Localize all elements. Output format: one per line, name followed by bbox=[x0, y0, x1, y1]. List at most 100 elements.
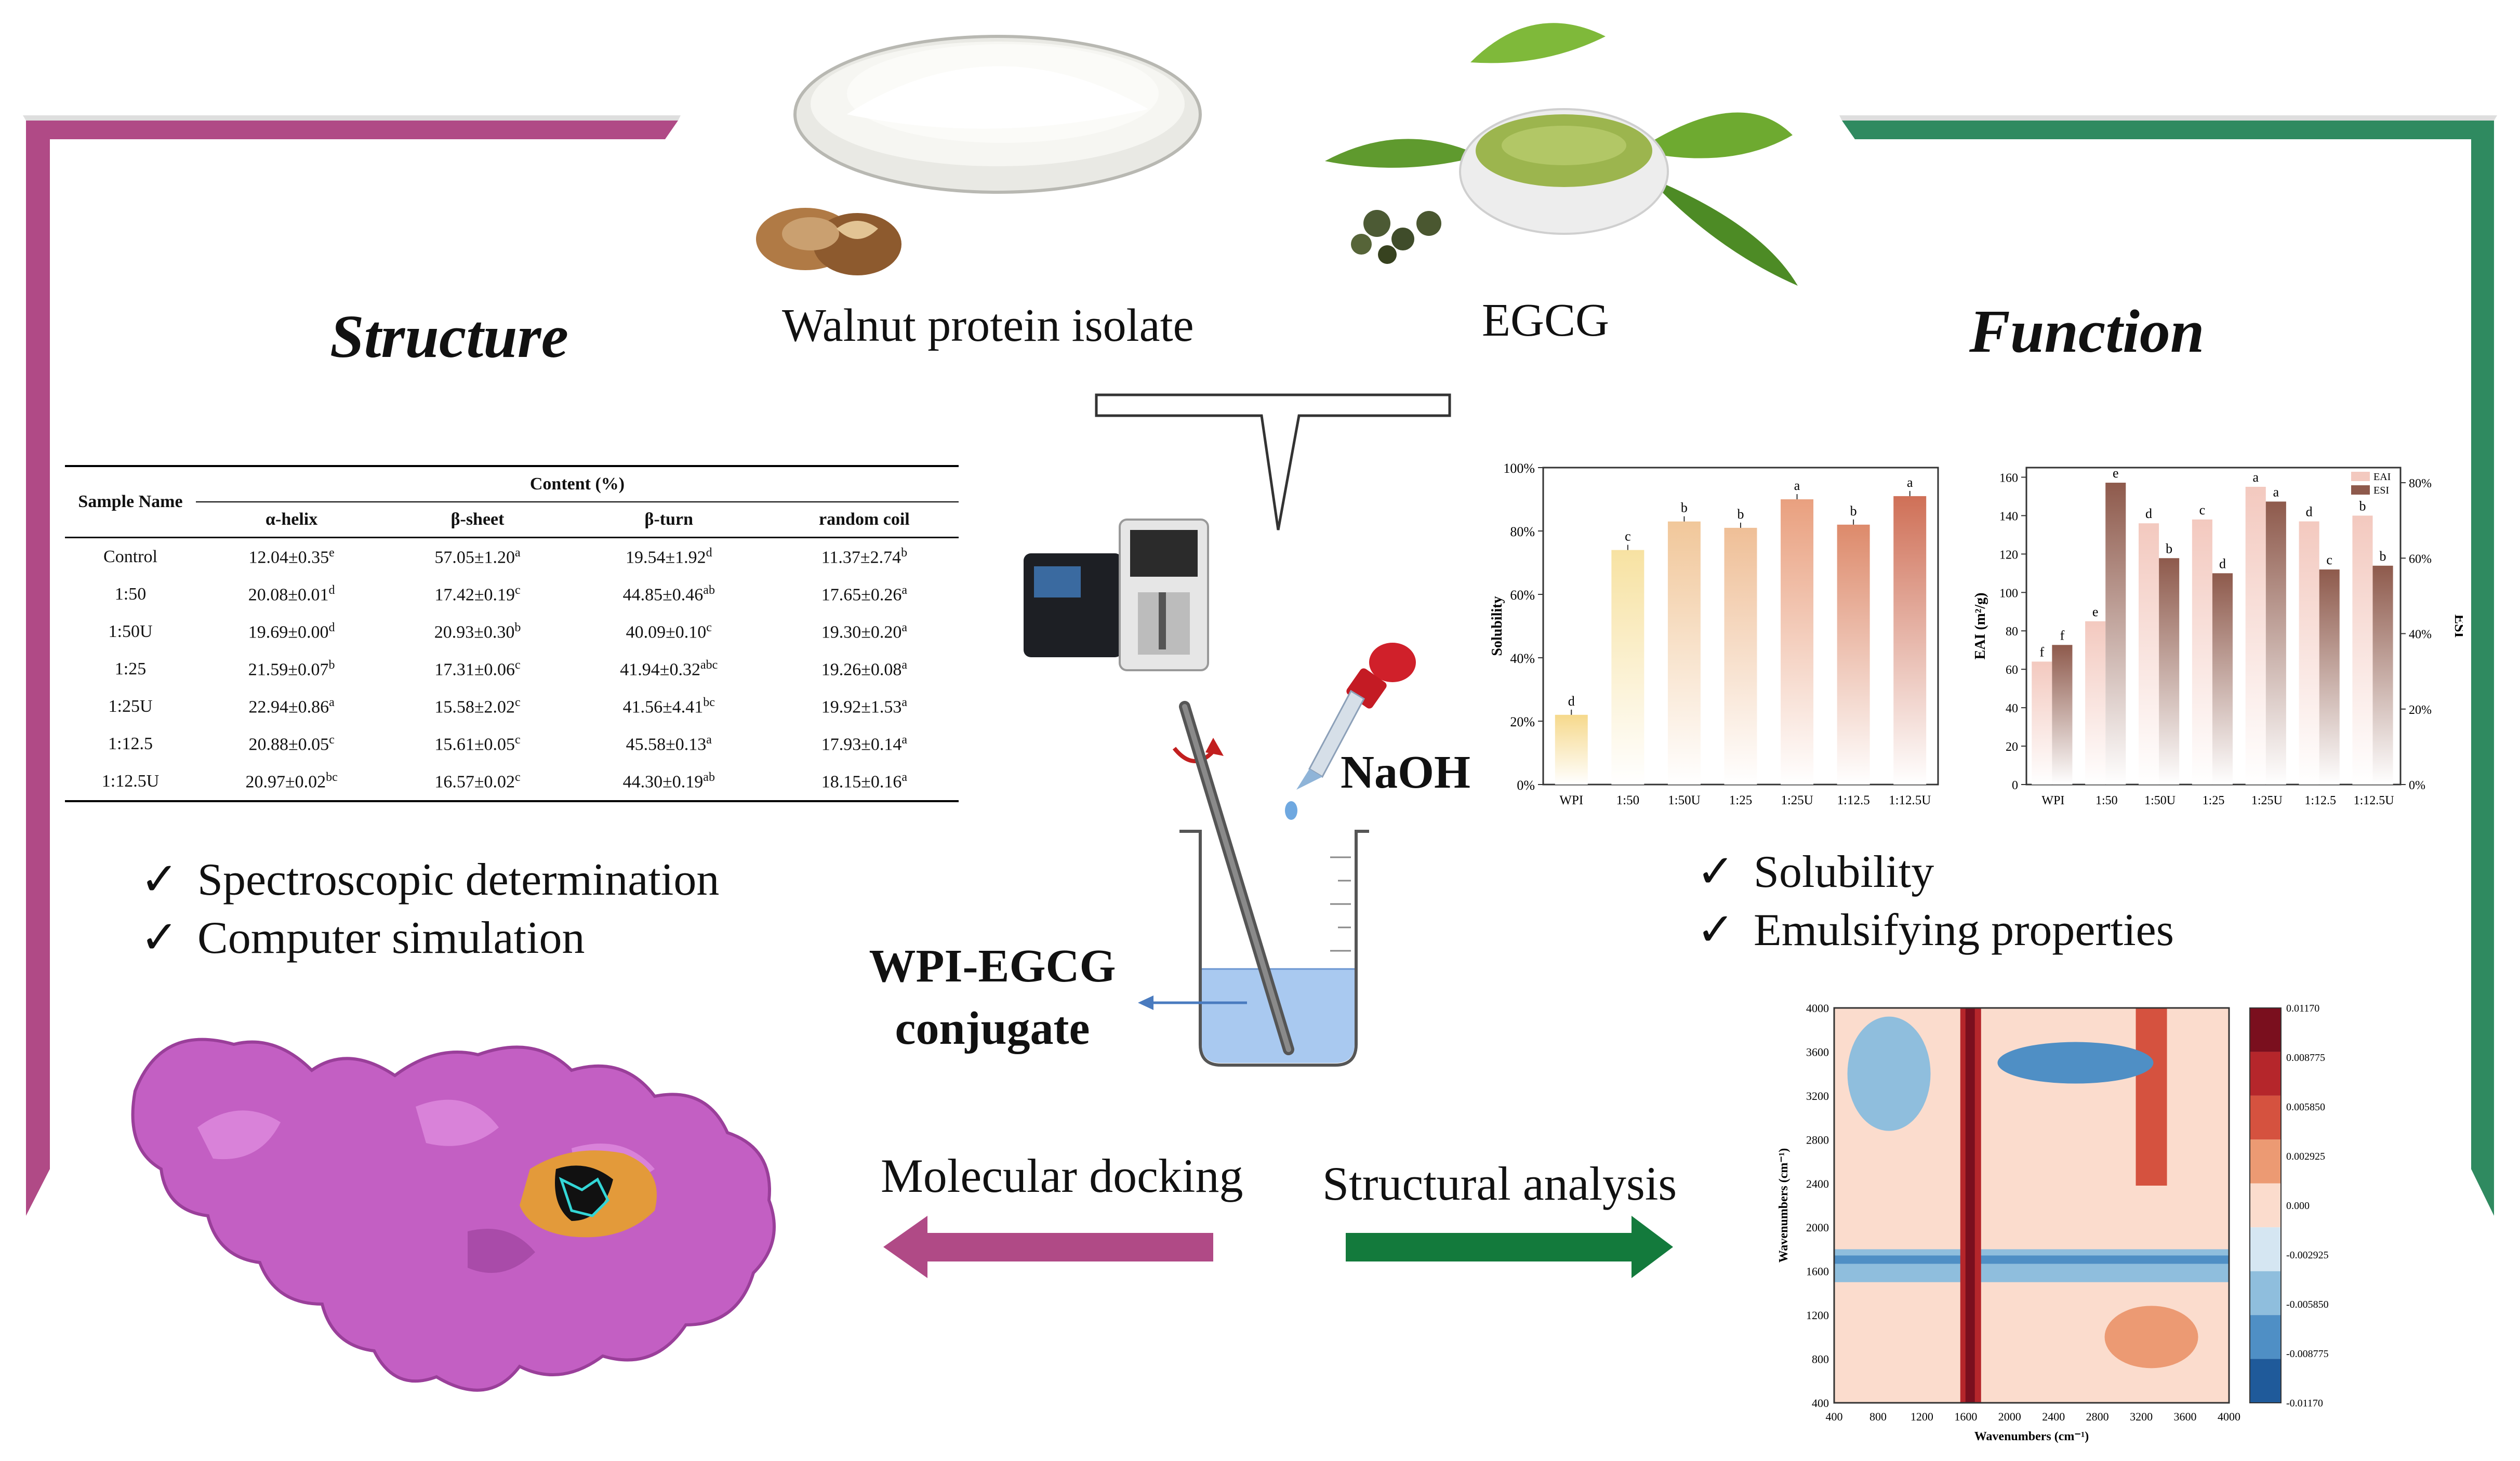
bar bbox=[1611, 550, 1644, 785]
significance-letter: a bbox=[2252, 470, 2259, 485]
check-solubility: ✓Solubility bbox=[1696, 844, 1934, 898]
significance-letter: b bbox=[1738, 507, 1744, 522]
y-tick-label: 1600 bbox=[1806, 1265, 1829, 1278]
content-cell: 18.15±0.16a bbox=[821, 771, 908, 792]
significance-letter: d bbox=[2145, 506, 2152, 521]
colorbar-label: -0.002925 bbox=[2286, 1250, 2329, 1261]
bar-eai bbox=[2299, 521, 2319, 785]
checkmark-icon: ✓ bbox=[140, 913, 179, 963]
conjugate-label-line2: conjugate bbox=[895, 1003, 1090, 1054]
x-tick-label: 1:12.5 bbox=[2304, 794, 2336, 807]
significance-letter: b bbox=[2380, 549, 2386, 564]
structure-title: Structure bbox=[330, 302, 569, 370]
content-cell: 41.56±4.41bc bbox=[622, 696, 715, 717]
content-cell: 45.58±0.13a bbox=[626, 733, 712, 754]
x-tick-label: 1:12.5 bbox=[1837, 793, 1870, 807]
content-cell: 20.93±0.30b bbox=[434, 621, 521, 642]
y-tick-label: 2800 bbox=[1806, 1133, 1829, 1146]
bar-eai bbox=[2139, 523, 2159, 785]
y2-tick-label: 20% bbox=[2409, 703, 2432, 717]
significance-letter: e bbox=[2113, 466, 2119, 481]
bar bbox=[1667, 521, 1701, 785]
egcg-label: EGCG bbox=[1482, 295, 1609, 346]
y-tick-label: 2400 bbox=[1806, 1177, 1829, 1190]
header-sample-name: Sample Name bbox=[65, 466, 196, 538]
bar bbox=[1893, 496, 1927, 785]
content-cell: 17.65±0.26a bbox=[821, 583, 908, 605]
y-tick-label: 1200 bbox=[1806, 1309, 1829, 1322]
colorbar-label: -0.008775 bbox=[2286, 1348, 2329, 1360]
beaker bbox=[1179, 830, 1369, 1067]
x-tick-label: 1:50U bbox=[2144, 794, 2176, 807]
x-tick-label: 1600 bbox=[1954, 1410, 1977, 1423]
significance-letter: f bbox=[2039, 644, 2044, 659]
egcg-illustration bbox=[1325, 23, 1798, 286]
x-tick-label: 1:12.5U bbox=[1889, 793, 1931, 807]
content-cell: 44.85±0.46ab bbox=[622, 583, 715, 605]
colorbar-label: 0.008775 bbox=[2286, 1052, 2325, 1064]
y-tick-label: 0% bbox=[1517, 778, 1535, 793]
negative-peak bbox=[1847, 1016, 1931, 1131]
content-cell: 20.08±0.01d bbox=[248, 583, 335, 605]
y2-tick-label: 40% bbox=[2409, 628, 2432, 642]
positive-peak bbox=[2104, 1306, 2198, 1369]
x-tick-label: 3200 bbox=[2130, 1410, 2153, 1423]
colorbar-segment bbox=[2250, 1095, 2281, 1140]
content-cell: 17.42±0.19c bbox=[434, 583, 521, 605]
bar-eai bbox=[2192, 519, 2212, 785]
function-title: Function bbox=[1969, 297, 2205, 365]
colorbar-segment bbox=[2250, 1052, 2281, 1096]
positive-band-3200 bbox=[2136, 1008, 2167, 1186]
significance-letter: b bbox=[2359, 498, 2366, 513]
x-tick-label: WPI bbox=[1559, 793, 1583, 807]
conjugate-label-line1: WPI-EGCG bbox=[869, 940, 1116, 992]
bar-esi bbox=[2159, 558, 2180, 785]
positive-band-core bbox=[1965, 1008, 1975, 1403]
walnut-protein-label: Walnut protein isolate bbox=[782, 300, 1194, 351]
colorbar-segment bbox=[2250, 1359, 2281, 1403]
x-tick-label: 800 bbox=[1869, 1410, 1887, 1423]
content-cell: 19.26±0.08a bbox=[821, 658, 908, 680]
colorbar-label: 0.000 bbox=[2286, 1200, 2310, 1212]
funnel-shape bbox=[1095, 393, 1451, 530]
y-tick-label: 120 bbox=[1999, 548, 2018, 562]
x-tick-label: 2000 bbox=[1998, 1410, 2021, 1423]
check-spectroscopic: ✓Spectroscopic determination bbox=[140, 852, 719, 906]
bar-eai bbox=[2245, 486, 2266, 785]
structural-analysis-label: Structural analysis bbox=[1322, 1157, 1677, 1210]
right-arrow-icon bbox=[1346, 1216, 1673, 1278]
x-tick-label: 4000 bbox=[2218, 1410, 2240, 1423]
x-tick-label: 1:50U bbox=[1668, 793, 1701, 807]
walnut-protein-illustration bbox=[756, 35, 1202, 275]
secondary-structure-table: Sample Name Content (%) α-helix β-sheet … bbox=[65, 465, 959, 802]
colorbar-label: 0.002925 bbox=[2286, 1151, 2325, 1162]
content-cell: 19.54±1.92d bbox=[625, 546, 712, 567]
y-tick-label: 800 bbox=[1812, 1353, 1829, 1366]
content-cell: 11.37±2.74b bbox=[821, 546, 908, 567]
content-cell: 21.59±0.07b bbox=[248, 658, 335, 680]
bar-eai bbox=[2032, 661, 2052, 785]
colorbar-segment bbox=[2250, 1315, 2281, 1359]
bar-esi bbox=[2212, 573, 2233, 785]
x-tick-label: 1:25U bbox=[2251, 794, 2283, 807]
y-axis-label: Solubility bbox=[1489, 596, 1505, 656]
colorbar-segment bbox=[2250, 1139, 2281, 1184]
naoh-label: NaOH bbox=[1341, 747, 1471, 798]
bar bbox=[1837, 524, 1870, 785]
bar-esi bbox=[2105, 483, 2126, 785]
y-tick-label: 100% bbox=[1503, 461, 1535, 476]
x-tick-label: 2800 bbox=[2086, 1410, 2109, 1423]
checkmark-icon: ✓ bbox=[140, 855, 179, 905]
legend-label: EAI bbox=[2373, 471, 2391, 483]
significance-letter: a bbox=[2273, 484, 2279, 499]
negative-peak bbox=[1997, 1042, 2154, 1084]
check-computer-simulation: ✓Computer simulation bbox=[140, 910, 585, 964]
bar bbox=[1555, 714, 1588, 785]
